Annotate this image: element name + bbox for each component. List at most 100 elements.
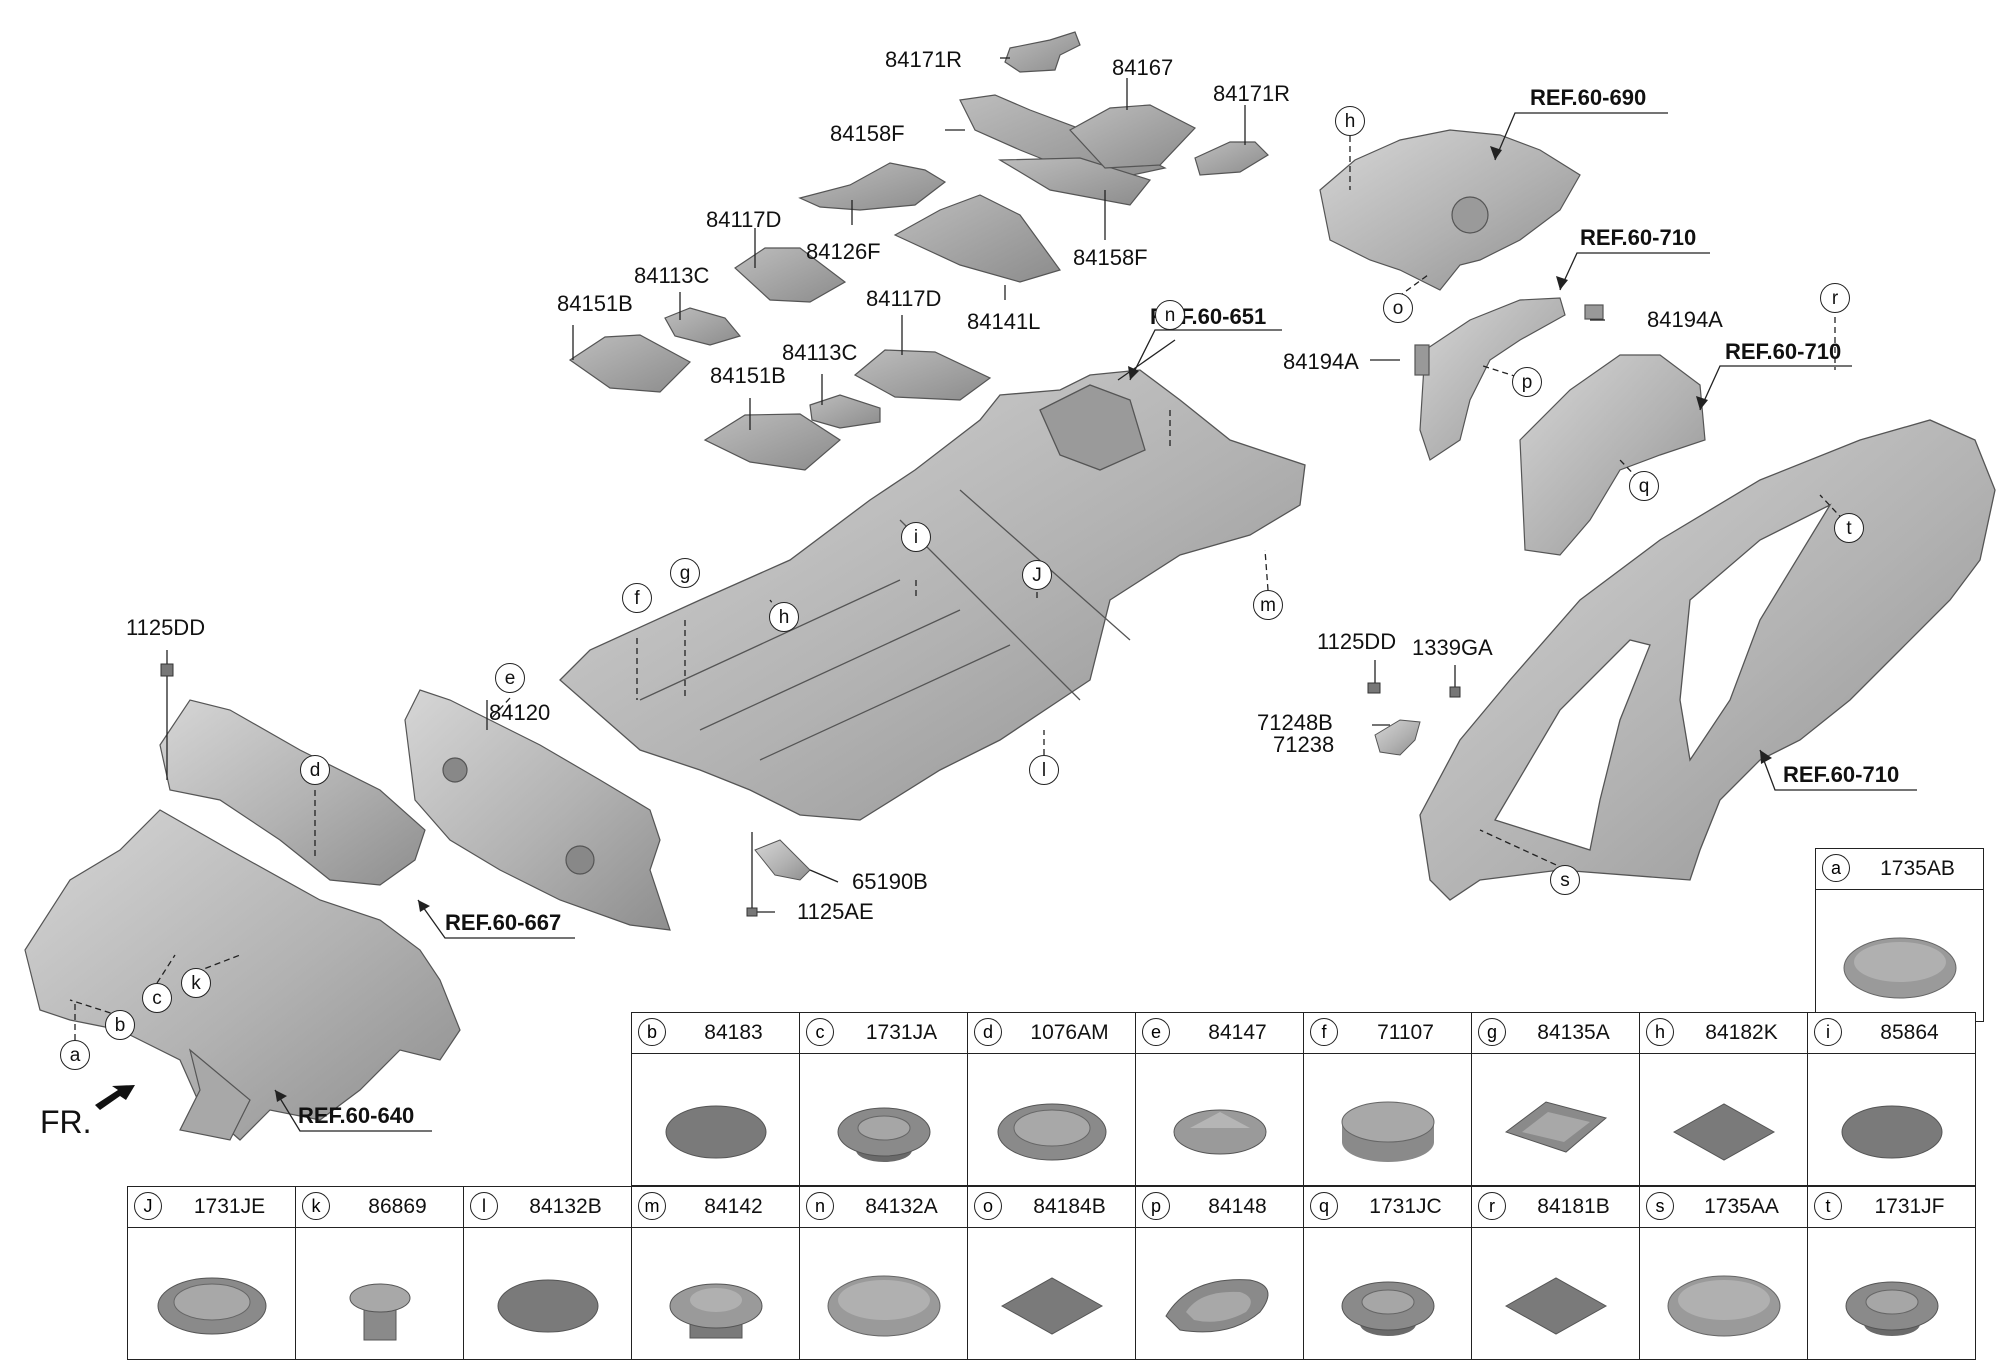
callout-d: d — [300, 755, 330, 785]
legend-part-icon — [1672, 1103, 1776, 1161]
label-65190B: 65190B — [852, 869, 928, 894]
legend-part-icon — [1841, 1105, 1943, 1159]
pad-84117D-top — [734, 247, 847, 303]
pad-84158F-right — [997, 157, 1152, 206]
legend-part-icon — [1504, 1101, 1608, 1153]
ref-arrowheads — [275, 146, 1772, 1102]
callout-m: m — [1253, 590, 1283, 620]
legend-letter: i — [1814, 1018, 1842, 1046]
label-84171R-right: 84171R — [1213, 81, 1291, 106]
legend-cell-header: a 1735AB — [1816, 849, 1983, 890]
label-71238: 71238 — [1273, 732, 1335, 757]
legend-cell-header: i 85864 — [1808, 1013, 1975, 1054]
pad-84151B-top — [568, 334, 691, 393]
pad-84167 — [1069, 104, 1196, 169]
dash-panel — [404, 689, 671, 931]
label-84113C-mid: 84113C — [782, 340, 858, 365]
legend-part-number: 1735AA — [1704, 1195, 1779, 1218]
legend-cell-header: e 84147 — [1136, 1013, 1303, 1054]
legend-cell-h: h 84182K — [1639, 1012, 1808, 1186]
pad-84171R-right — [1194, 141, 1269, 176]
legend-part-number: 86869 — [368, 1195, 427, 1218]
legend-cell-e: e 84147 — [1135, 1012, 1304, 1186]
legend-letter: e — [1142, 1018, 1170, 1046]
label-84158F-left: 84158F — [830, 121, 905, 146]
legend-part-icon — [997, 1103, 1107, 1161]
legend-cell-t: t 1731JF — [1807, 1186, 1976, 1360]
legend-letter: o — [974, 1192, 1002, 1220]
ref-60-640: REF.60-640 — [298, 1103, 415, 1128]
callout-p: p — [1512, 367, 1542, 397]
label-84171R-top: 84171R — [885, 47, 963, 72]
wheel-houses — [1414, 297, 1706, 556]
front-direction-label: FR. — [40, 1104, 92, 1140]
legend-cell-n: n 84132A — [799, 1186, 968, 1360]
legend-letter: n — [806, 1192, 834, 1220]
legend-cell-header: o 84184B — [968, 1187, 1135, 1228]
legend-cell-header: p 84148 — [1136, 1187, 1303, 1228]
legend-cell-header: k 86869 — [296, 1187, 463, 1228]
legend-cell-header: m 84142 — [632, 1187, 799, 1228]
pad-84126F — [798, 162, 947, 211]
callout-k: k — [181, 968, 211, 998]
legend-cell-c: c 1731JA — [799, 1012, 968, 1186]
callout-q: q — [1629, 471, 1659, 501]
legend-letter: r — [1478, 1192, 1506, 1220]
legend-cell-r: r 84181B — [1471, 1186, 1640, 1360]
legend-part-number: 1731JF — [1874, 1195, 1945, 1218]
callout-n: n — [1155, 300, 1185, 330]
legend-cell-header: l 84132B — [464, 1187, 631, 1228]
legend-cell-l: l 84132B — [463, 1186, 632, 1360]
ref-60-710-c: REF.60-710 — [1783, 762, 1900, 787]
label-84151B-mid: 84151B — [710, 363, 786, 388]
callout-h-floor: h — [769, 602, 799, 632]
legend-part-number: 84132B — [529, 1195, 602, 1218]
legend-part-number: 84142 — [704, 1195, 763, 1218]
legend-letter: g — [1478, 1018, 1506, 1046]
pad-84171R-top — [1004, 31, 1081, 73]
callout-g: g — [670, 558, 700, 588]
legend-letter: s — [1646, 1192, 1674, 1220]
legend-part-icon — [669, 1283, 763, 1339]
legend-cell-a: a 1735AB — [1815, 848, 1984, 1022]
callout-f: f — [622, 583, 652, 613]
legend-cell-o: o 84184B — [967, 1186, 1136, 1360]
label-1125DD-right: 1125DD — [1317, 629, 1397, 654]
label-84113C-top: 84113C — [634, 263, 710, 288]
legend-part-icon — [157, 1277, 267, 1335]
label-84167: 84167 — [1112, 55, 1174, 80]
legend-part-number: 1731JA — [865, 1021, 938, 1044]
legend-letter: a — [1822, 854, 1850, 882]
pad-84113C-mid — [809, 394, 881, 429]
legend-cell-b: b 84183 — [631, 1012, 800, 1186]
legend-part-number: 84135A — [1537, 1021, 1610, 1044]
label-84120: 84120 — [489, 700, 551, 725]
legend-letter: f — [1310, 1018, 1338, 1046]
fasteners — [160, 663, 1461, 917]
legend-part-icon — [665, 1105, 767, 1159]
legend-cell-f: f 71107 — [1303, 1012, 1472, 1186]
callout-J: J — [1022, 560, 1052, 590]
legend-part-icon — [1000, 1277, 1104, 1335]
legend-part-icon — [837, 1107, 931, 1162]
legend-part-icon — [827, 1275, 941, 1337]
leader-lines — [69, 57, 1917, 1132]
legend-cell-g: g 84135A — [1471, 1012, 1640, 1186]
label-71248B: 71248B — [1257, 710, 1333, 735]
legend-part-icon — [1173, 1109, 1267, 1155]
legend-part-icon — [1667, 1275, 1781, 1337]
legend-part-number: 85864 — [1880, 1021, 1939, 1044]
callout-t: t — [1834, 513, 1864, 543]
legend-cell-header: r 84181B — [1472, 1187, 1639, 1228]
legend-letter: c — [806, 1018, 834, 1046]
legend-cell-q: q 1731JC — [1303, 1186, 1472, 1360]
callout-a: a — [60, 1040, 90, 1070]
legend-cell-header: d 1076AM — [968, 1013, 1135, 1054]
floor-panel — [559, 369, 1306, 821]
callout-i: i — [901, 522, 931, 552]
bracket-65190B — [754, 839, 811, 881]
rear-floor — [1319, 129, 1581, 291]
pad-84141L — [893, 194, 1061, 283]
